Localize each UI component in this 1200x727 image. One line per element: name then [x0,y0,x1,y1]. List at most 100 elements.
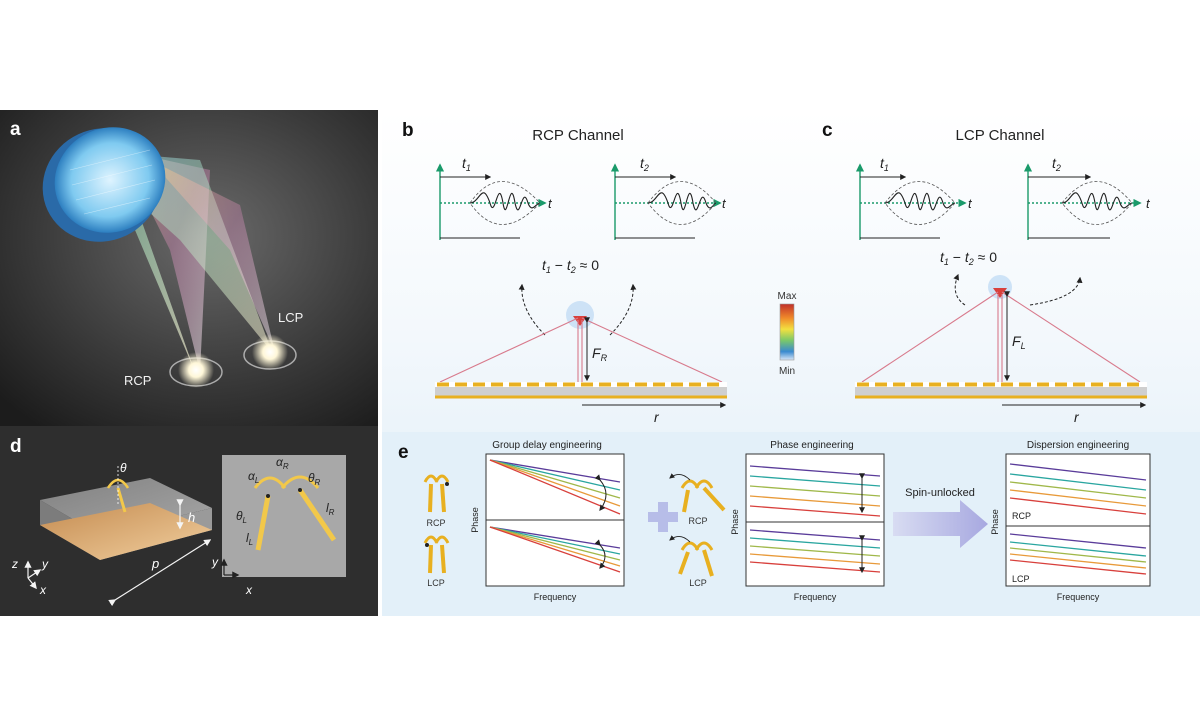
right-rod [297,488,337,542]
e-dispersion-top-lines [1009,463,1147,515]
left-rod-dot [266,494,270,498]
z-label: z [11,557,18,571]
disp-bottom-line-4 [1009,553,1147,569]
panel-c-title: LCP Channel [956,127,1045,144]
disp-top-line-3 [1009,481,1147,499]
panel-b: b RCP Channel t1 t t2 t t1 − t2 ≈ 0 [402,120,727,425]
disp-bottom-line-2 [1009,541,1147,557]
right-arc [280,475,320,489]
metalens-grid [69,149,156,215]
alpha-l-label: αL [248,469,259,485]
colorbar-max-label: Max [778,291,797,302]
phase-bottom-line-2 [749,537,881,549]
e-plus-sign [648,502,678,532]
panel-c: c LCP Channel t1 t t2 t t1 − t2 ≈ 0 [822,120,1151,425]
x-axis-arrow [27,577,37,590]
rcp-focal-spot [178,352,214,388]
phase-top-line-1 [749,465,881,477]
panel-a-letter: a [10,119,21,140]
top-view-box [222,455,346,577]
panel-d-letter: d [10,436,22,457]
e-dispersion-phase-label: Phase [990,509,1000,535]
top-view-y-label: y [211,555,219,569]
lcp-label: LCP [278,310,303,325]
theta-label: θ [120,461,127,475]
e-mid-lcp-atom [669,535,714,577]
b-pulse1-envelope [469,181,541,225]
e-phase-frequency-label: Frequency [794,592,837,602]
c-ray-right [1001,291,1141,383]
b-t1-label: t1 [462,155,471,173]
unit-cell-substrate [40,503,212,560]
panel-c-letter: c [822,120,833,141]
b-pulse2-envelope [647,181,717,225]
c-t2-label: t2 [1052,155,1061,173]
e-left-lcp-label: LCP [427,578,445,588]
e-dispersion-rcp-label: RCP [1012,511,1031,521]
right-rod-dot [298,488,302,492]
e-mid-lcp-label: LCP [689,578,707,588]
e-group-top-spread-arrow [594,474,607,511]
e-phase-plot-frame [745,453,885,587]
panel-e: e RCP LCP Group delay engineering Phase … [382,432,1200,616]
b-substrate [435,387,727,396]
e-mid-rcp-atom [669,473,726,513]
lcp-focal-spot [252,334,288,370]
panel-d: d θ h p z y x αL αR θR θL lL lR [0,426,378,616]
e-lcp-atom [423,535,450,574]
left-arc [253,476,287,489]
disp-top-line-5 [1009,497,1147,515]
b-equation: t1 − t2 ≈ 0 [542,257,599,275]
rcp-label: RCP [124,373,151,388]
e-dispersion-frequency-label: Frequency [1057,592,1100,602]
b-pulse1-t-label: t [548,196,553,211]
e-spin-unlocked-label: Spin-unlocked [905,487,975,499]
disp-top-line-4 [1009,489,1147,507]
cell-nanorod-stem [116,487,127,513]
phase-top-line-3 [749,485,881,497]
e-rcp-atom [423,474,450,513]
theta-r-label: θR [308,471,321,487]
e-group-bottom-spread-arrow [594,539,606,569]
l-r-label: lR [326,501,335,517]
c-equation: t1 − t2 ≈ 0 [940,249,997,267]
phase-bottom-line-1 [749,529,881,541]
b-focal-label: FR [592,345,608,363]
e-group-title: Group delay engineering [492,440,602,451]
b-t2-label: t2 [640,155,649,173]
e-left-rcp-label: RCP [426,518,445,528]
c-rotation-right [1029,276,1083,306]
phase-bottom-line-3 [749,545,881,557]
c-pulse2-wave [1061,192,1133,211]
phase-bottom-line-4 [749,553,881,565]
phase-top-line-5 [749,505,881,517]
e-phase-phase-label: Phase [730,509,740,535]
e-mid-rcp-label: RCP [688,516,707,526]
phase-top-line-4 [749,495,881,507]
c-ray-left [861,291,999,383]
panel-a: a LCP RCP [0,110,378,426]
b-pulse2-wave [647,192,717,211]
left-rod [255,495,271,551]
colorbar: Max Min [778,291,797,377]
c-focal-label: FL [1012,333,1026,351]
e-phase-bottom-lines [749,529,881,573]
c-pulse2-t-label: t [1146,196,1151,211]
top-view-x-label: x [245,583,253,597]
c-substrate [855,387,1147,396]
e-dispersion-lcp-label: LCP [1012,574,1030,584]
c-radial-label: r [1074,409,1080,425]
c-pulse1-wave [884,192,956,211]
b-rotation-right [609,283,637,336]
alpha-r-label: αR [276,455,289,471]
colorbar-gradient [779,303,795,361]
colorbar-min-label: Min [779,366,795,377]
b-pulse2-t-label: t [722,196,727,211]
phase-top-line-2 [749,475,881,487]
e-phase-title: Phase engineering [770,440,853,451]
b-pulse1-wave [469,192,541,211]
phase-bottom-line-5 [749,561,881,573]
e-group-frequency-label: Frequency [534,592,577,602]
b-ray-left [439,317,579,383]
